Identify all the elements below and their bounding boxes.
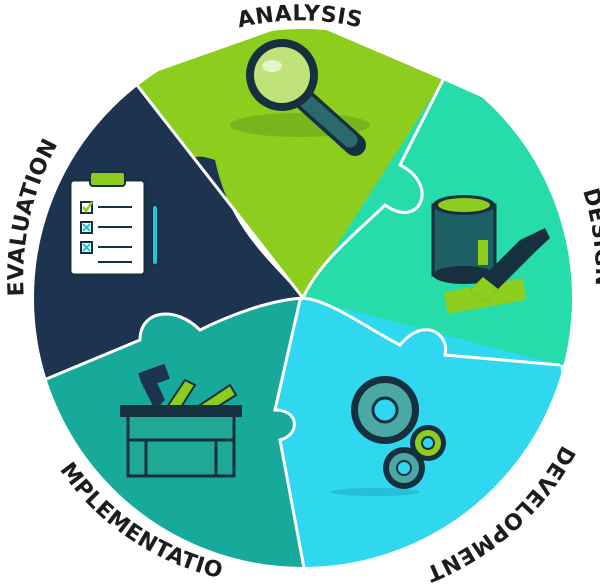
label-design: DESIGN <box>577 186 600 287</box>
toolbox-icon <box>120 363 242 478</box>
segment-analysis <box>133 28 443 298</box>
gears-icon <box>330 376 446 496</box>
paint-can-icon <box>431 195 550 314</box>
magnifying-glass-icon <box>230 39 370 156</box>
segment-evaluation <box>33 80 303 390</box>
clipboard-checklist-icon <box>68 171 159 277</box>
